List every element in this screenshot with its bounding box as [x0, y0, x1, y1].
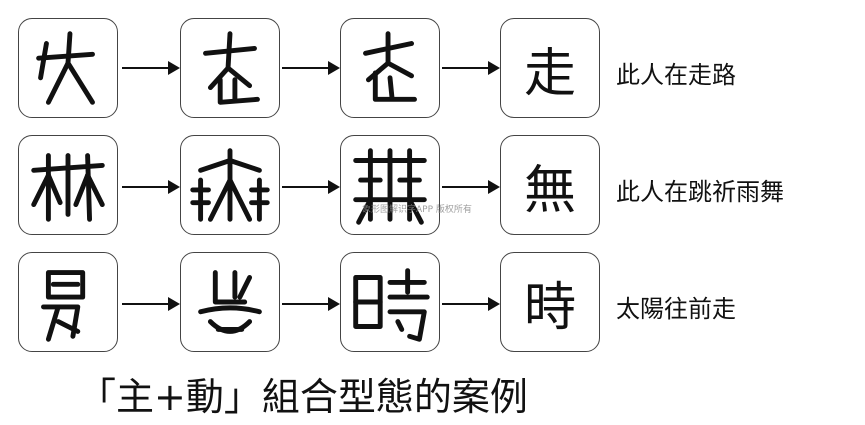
- meaning-label: 太陽往前走: [616, 295, 736, 323]
- ancient-glyph-wu-stage1: [18, 135, 118, 235]
- watermark: 象形图解识字APP 版权所有: [362, 205, 472, 215]
- ancient-glyph-zou-stage3: [340, 18, 440, 118]
- diagram-caption: 「主+動」組合型態的案例: [78, 375, 528, 419]
- ancient-glyph-wu-stage2: [180, 135, 280, 235]
- modern-char-shi: 時: [500, 252, 600, 352]
- ancient-glyph-da-stage1: [18, 18, 118, 118]
- meaning-label: 此人在跳祈雨舞: [616, 178, 784, 206]
- arrow: [442, 61, 500, 75]
- arrow: [442, 180, 500, 194]
- arrow: [282, 180, 340, 194]
- modern-char-zou: 走: [500, 18, 600, 118]
- ancient-glyph-zou-stage2: [180, 18, 280, 118]
- ancient-glyph-shi-stage3: [340, 252, 440, 352]
- ancient-glyph-shi-stage2: [180, 252, 280, 352]
- arrow: [282, 61, 340, 75]
- ancient-glyph-wu-stage3: [340, 135, 440, 235]
- arrow: [122, 61, 180, 75]
- modern-char-wu: 無: [500, 135, 600, 235]
- arrow: [282, 297, 340, 311]
- ancient-glyph-shi-stage1: [18, 252, 118, 352]
- arrow: [122, 297, 180, 311]
- arrow: [122, 180, 180, 194]
- arrow: [442, 297, 500, 311]
- meaning-label: 此人在走路: [616, 61, 736, 89]
